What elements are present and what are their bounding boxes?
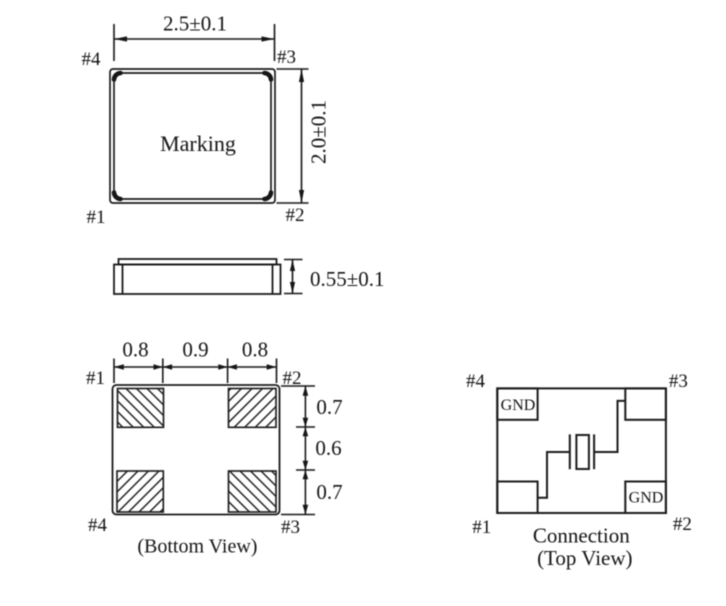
svg-text:#3: #3: [277, 47, 296, 68]
svg-text:0.6: 0.6: [315, 436, 341, 460]
svg-text:0.8: 0.8: [242, 338, 268, 362]
svg-text:GND: GND: [629, 490, 664, 507]
svg-text:2.0±0.1: 2.0±0.1: [307, 100, 331, 164]
svg-text:#1: #1: [86, 368, 105, 389]
svg-text:0.7: 0.7: [316, 395, 342, 419]
svg-text:#2: #2: [673, 514, 692, 535]
svg-text:2.5±0.1: 2.5±0.1: [163, 12, 227, 36]
svg-text:0.8: 0.8: [122, 338, 148, 362]
svg-text:#4: #4: [82, 49, 102, 70]
svg-text:0.9: 0.9: [182, 338, 208, 362]
svg-text:Marking: Marking: [160, 131, 236, 156]
svg-text:#3: #3: [281, 517, 300, 538]
svg-text:Connection: Connection: [533, 524, 630, 548]
svg-text:#1: #1: [472, 517, 491, 538]
svg-text:#2: #2: [286, 205, 305, 226]
svg-text:0.55±0.1: 0.55±0.1: [310, 267, 385, 291]
svg-text:#4: #4: [88, 515, 108, 536]
svg-text:(Bottom View): (Bottom View): [137, 536, 257, 558]
svg-text:#3: #3: [669, 371, 688, 392]
svg-text:(Top View): (Top View): [537, 546, 632, 570]
svg-text:GND: GND: [501, 397, 536, 414]
svg-text:#1: #1: [87, 207, 106, 228]
svg-text:#4: #4: [466, 371, 486, 392]
svg-text:0.7: 0.7: [316, 480, 342, 504]
svg-text:#2: #2: [283, 368, 302, 389]
